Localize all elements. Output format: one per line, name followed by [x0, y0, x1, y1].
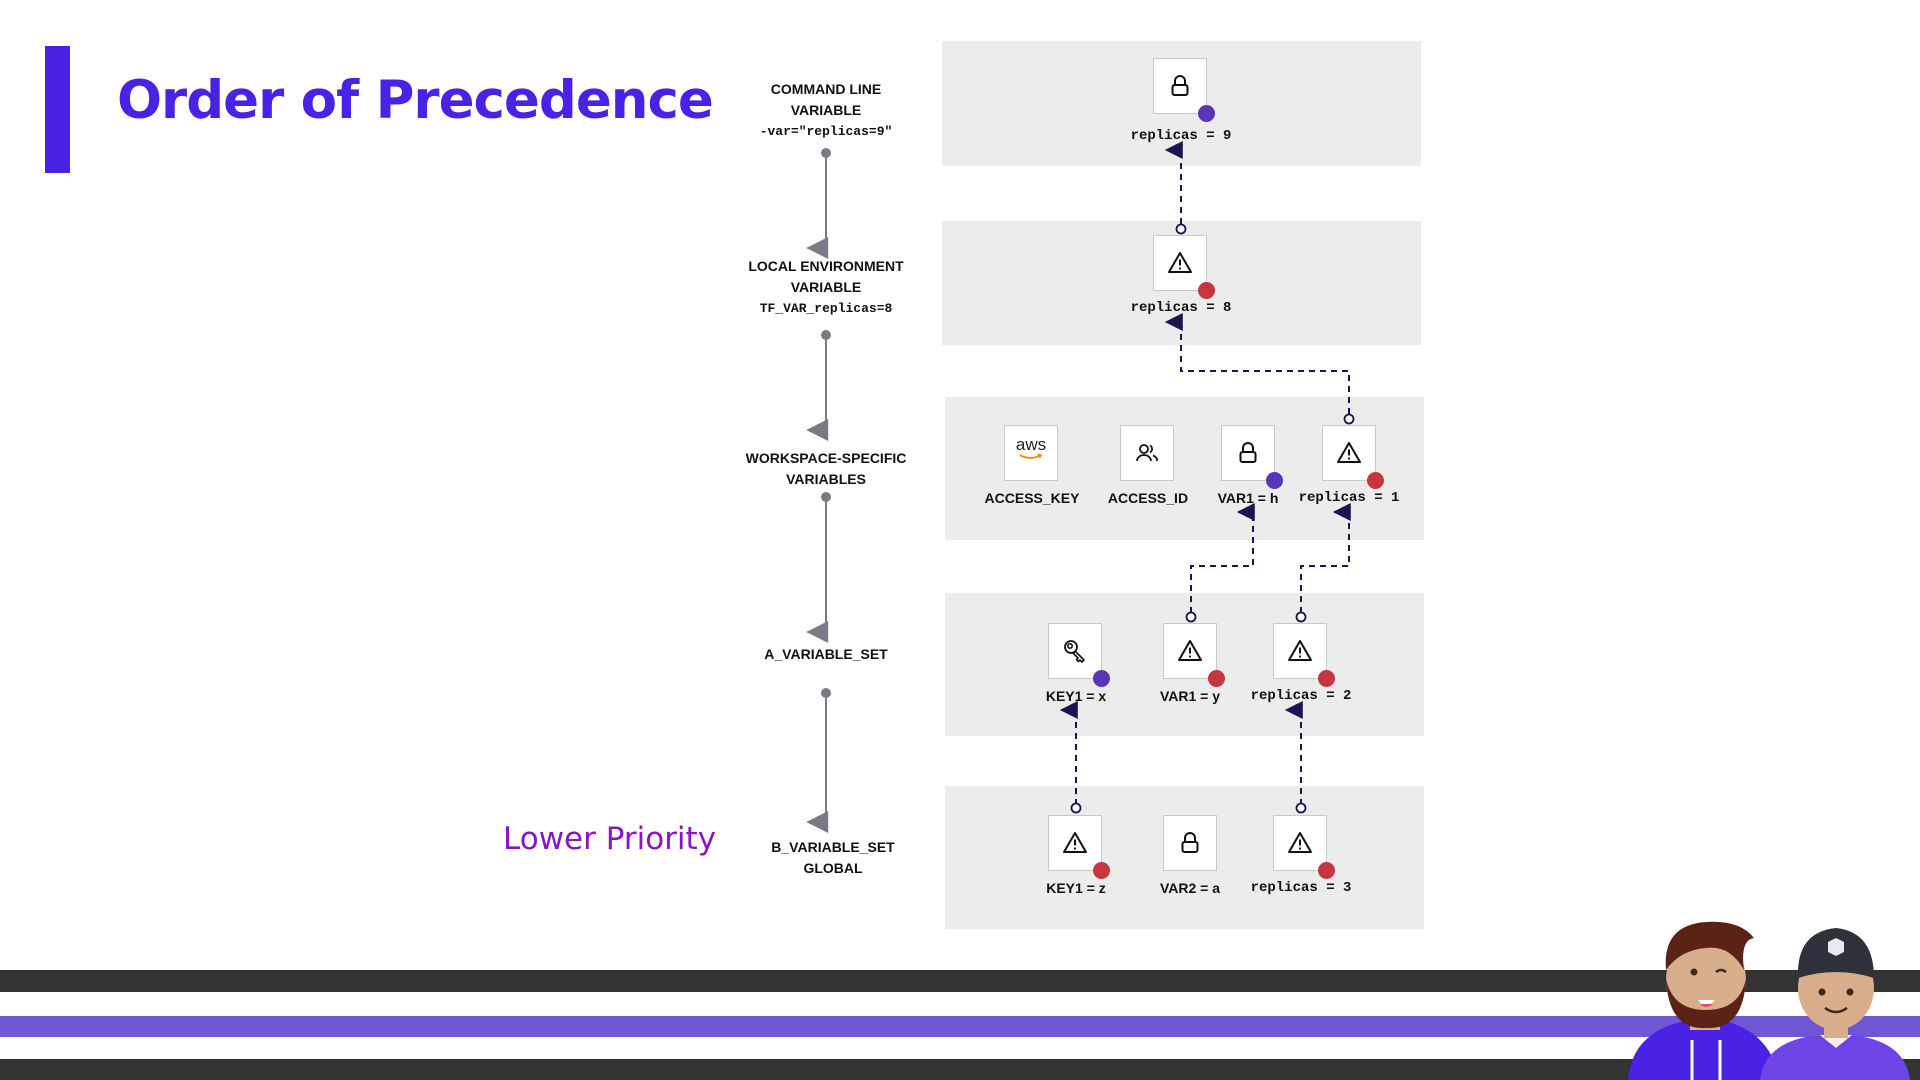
variable-card[interactable] [1048, 815, 1110, 879]
variable-card[interactable] [1153, 58, 1215, 122]
lock-icon [1171, 75, 1189, 96]
status-dot-purple [1198, 105, 1215, 122]
level-label-workspace: WORKSPACE-SPECIFIC VARIABLES [716, 448, 936, 490]
warning-icon [1337, 442, 1361, 463]
status-dot-purple [1093, 670, 1110, 687]
level-code: TF_VAR_replicas=8 [759, 301, 893, 316]
level-label-local-env: LOCAL ENVIRONMENT VARIABLE TF_VAR_replic… [716, 256, 936, 319]
level-title-line: A_VARIABLE_SET [764, 646, 888, 662]
variable-label: VAR1 = h [1217, 490, 1279, 506]
flow-node [821, 330, 831, 340]
level-title-line: B_VARIABLE_SET [771, 839, 895, 855]
bearded-presenter-avatar [1628, 921, 1780, 1080]
lower-priority-label: Lower Priority [503, 821, 717, 857]
slide-title: Order of Precedence [117, 70, 714, 131]
status-dot-red [1318, 670, 1335, 687]
variable-card[interactable] [1163, 623, 1225, 687]
variable-card[interactable] [1273, 815, 1335, 879]
status-dot-red [1318, 862, 1335, 879]
warning-icon [1168, 252, 1192, 273]
variable-label: KEY1 = x [1045, 688, 1107, 704]
flow-node [821, 492, 831, 502]
level-title-line: GLOBAL [803, 860, 863, 876]
variable-card[interactable] [1120, 425, 1174, 481]
variable-label: KEY1 = z [1046, 880, 1106, 896]
footer-stripe-purple [0, 1016, 1920, 1037]
flow-node [821, 148, 831, 158]
title-accent-bar [45, 46, 70, 173]
level-code: -var="replicas=9" [759, 124, 893, 139]
aws-smile-icon [1019, 453, 1043, 459]
warning-icon [1288, 832, 1312, 853]
level-title-line: VARIABLE [790, 102, 862, 118]
variable-card[interactable] [1221, 425, 1283, 489]
level-title-line: VARIABLE [790, 279, 862, 295]
warning-icon [1288, 640, 1312, 661]
aws-icon-text: aws [1015, 435, 1047, 454]
level-title-line: COMMAND LINE [770, 81, 882, 97]
variable-card[interactable] [1048, 623, 1110, 687]
status-dot-red [1198, 282, 1215, 299]
level-label-a-variable-set: A_VARIABLE_SET [716, 644, 936, 665]
lock-icon [1181, 832, 1199, 853]
level-title-line: LOCAL ENVIRONMENT [748, 258, 904, 274]
level-label-b-variable-set: B_VARIABLE_SET GLOBAL [723, 837, 943, 879]
variable-card[interactable] [1322, 425, 1384, 489]
variable-card[interactable] [1163, 815, 1217, 871]
key-icon [1064, 640, 1085, 663]
variable-label: replicas = 3 [1250, 880, 1352, 896]
cap-presenter-avatar [1760, 928, 1910, 1080]
status-dot-red [1367, 472, 1384, 489]
variable-label: VAR1 = y [1159, 688, 1221, 704]
footer-stripe-dark [0, 970, 1920, 992]
presenter-avatars [1628, 921, 1910, 1080]
variable-label: replicas = 8 [1130, 300, 1232, 316]
variable-card[interactable]: aws [1004, 425, 1058, 481]
variable-label: replicas = 2 [1250, 688, 1352, 704]
variable-label: ACCESS_KEY [984, 490, 1080, 506]
level-title-line: WORKSPACE-SPECIFIC [745, 450, 907, 466]
level-title-line: VARIABLES [786, 471, 866, 487]
variable-label: VAR2 = a [1159, 880, 1221, 896]
status-dot-purple [1266, 472, 1283, 489]
footer-stripe-dark [0, 1059, 1920, 1080]
variable-label: replicas = 1 [1298, 490, 1400, 506]
aws-icon: aws [1016, 435, 1046, 467]
variable-label: ACCESS_ID [1107, 490, 1189, 506]
flow-node [821, 688, 831, 698]
users-icon [1136, 444, 1158, 462]
warning-icon [1178, 640, 1202, 661]
variable-card[interactable] [1273, 623, 1335, 687]
variable-label: replicas = 9 [1130, 128, 1232, 144]
warning-icon [1063, 832, 1087, 853]
variable-card[interactable] [1153, 235, 1215, 299]
lock-icon [1239, 442, 1257, 463]
status-dot-red [1208, 670, 1225, 687]
level-label-command-line: COMMAND LINE VARIABLE -var="replicas=9" [716, 79, 936, 142]
status-dot-red [1093, 862, 1110, 879]
